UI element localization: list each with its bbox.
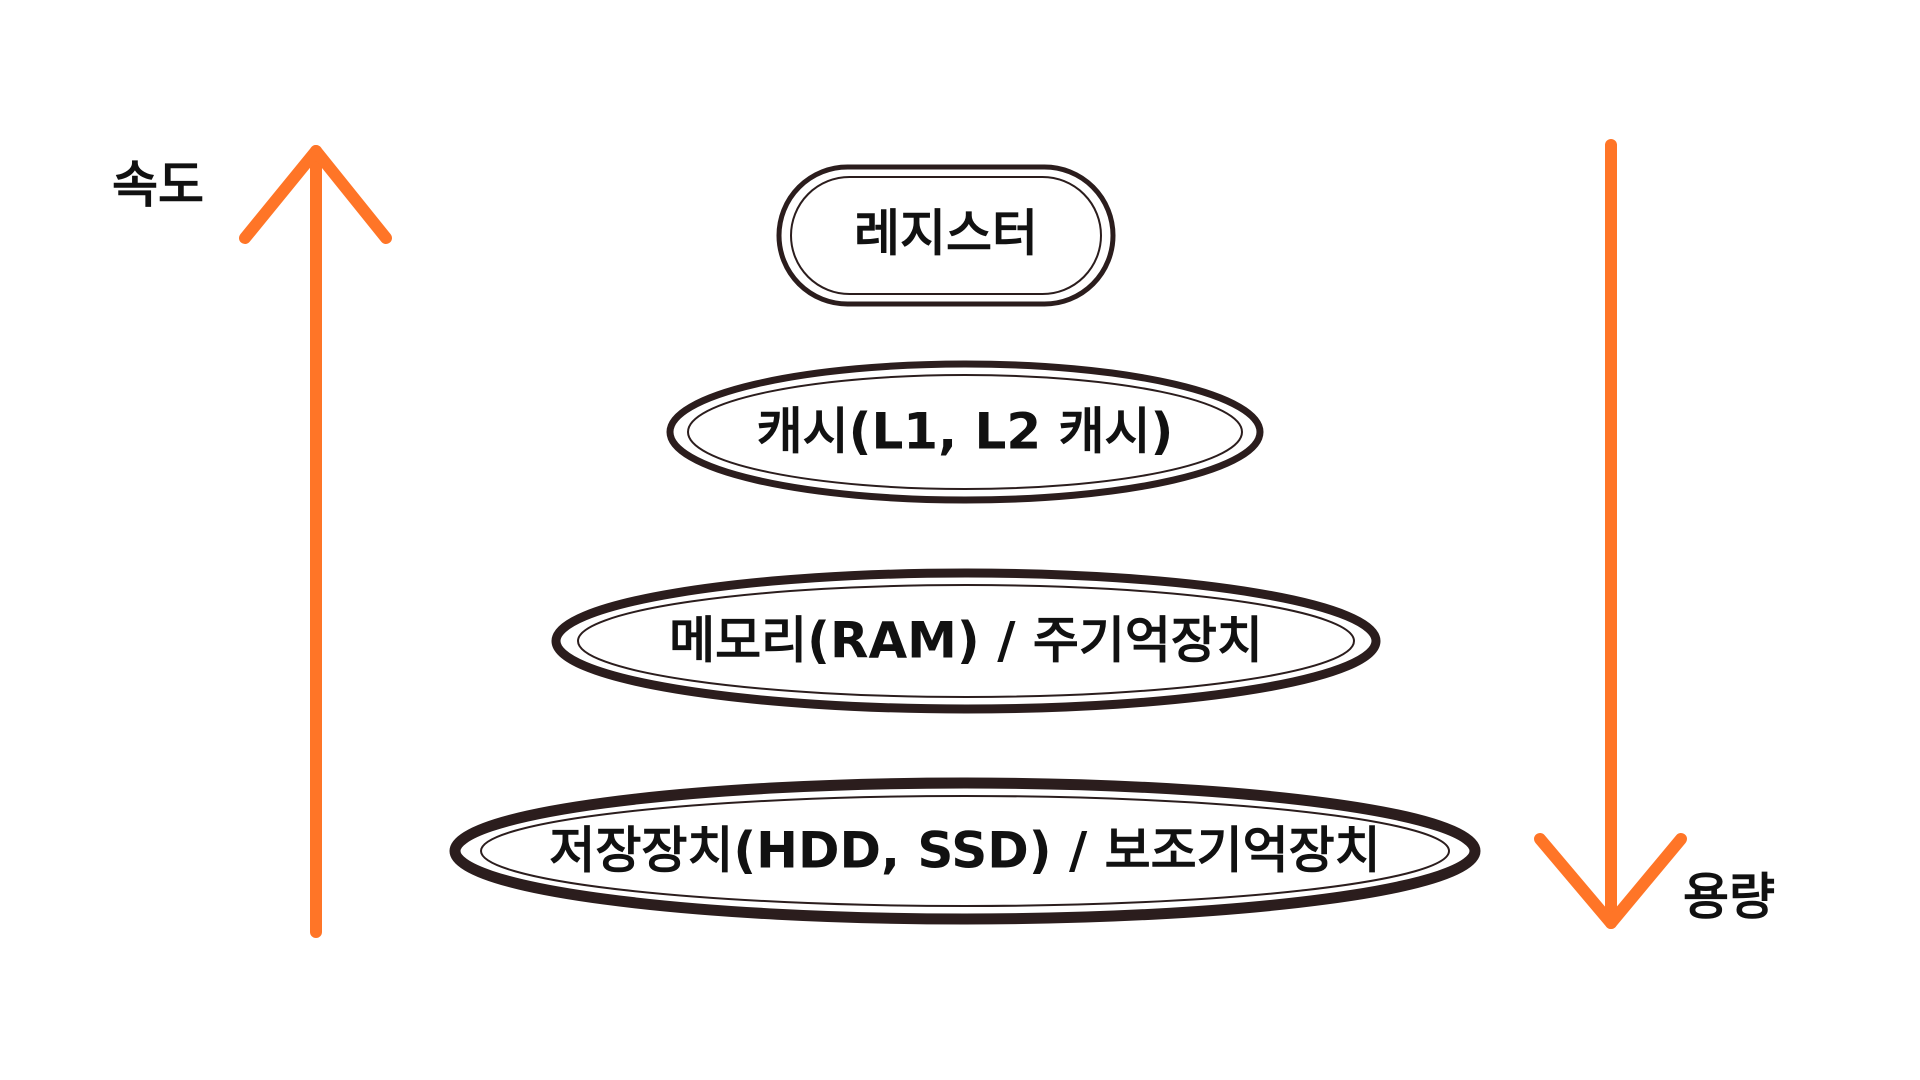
speed-label: 속도: [112, 156, 204, 214]
level-cache-inner-ring: [687, 374, 1243, 490]
capacity-arrow-head: [1534, 833, 1687, 929]
level-register-inner-ring: [790, 176, 1102, 295]
speed-arrow-head: [239, 145, 392, 244]
level-storage-inner-ring: [480, 795, 1450, 907]
level-cache-outer-ring: [666, 360, 1264, 504]
level-cache: 캐시(L1, L2 캐시): [666, 360, 1264, 504]
level-cache-label: 캐시(L1, L2 캐시): [757, 403, 1174, 461]
level-storage-outer-ring: [449, 777, 1481, 925]
level-memory-label: 메모리(RAM) / 주기억장치: [669, 612, 1263, 670]
down-arrow-icon: [1534, 139, 1687, 929]
level-storage-label: 저장장치(HDD, SSD) / 보조기억장치: [549, 822, 1380, 880]
level-storage: 저장장치(HDD, SSD) / 보조기억장치: [449, 777, 1481, 925]
capacity-label: 용량: [1683, 868, 1775, 926]
level-register-outer-ring: [776, 164, 1116, 307]
level-memory-outer-ring: [551, 568, 1381, 714]
level-memory-inner-ring: [577, 584, 1355, 698]
level-memory: 메모리(RAM) / 주기억장치: [551, 568, 1381, 714]
up-arrow-icon: [239, 145, 392, 938]
level-register: 레지스터: [776, 164, 1116, 307]
level-register-label: 레지스터: [854, 205, 1038, 263]
